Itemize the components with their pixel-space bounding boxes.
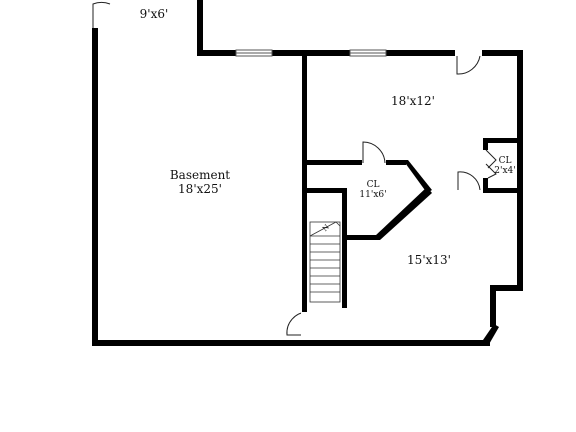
wall-bottom-right-corner (483, 324, 499, 346)
room-dims-upper-right: 18'x12' (391, 94, 435, 108)
wall-right (517, 50, 523, 291)
room-name-closet-small: CL (498, 156, 512, 166)
room-dims-closet-center: 11'x6' (359, 190, 387, 201)
room-label-closet-center: CL 11'x6' (355, 180, 391, 201)
room-dims-basement: 18'x25' (178, 181, 222, 196)
wall-right-lower-ledge (490, 285, 523, 291)
door-top-left (92, 2, 111, 28)
room-label-closet-small: CL 2'x4' (491, 156, 519, 177)
wall-small-closet-side (483, 138, 488, 150)
room-label-basement: Basement 18'x25' (160, 168, 240, 197)
wall-closet-angle-bottom (375, 187, 432, 240)
wall-top-left-return (197, 0, 203, 56)
wall-closet-lower-left (307, 188, 345, 193)
room-dims-lower-right: 15'x13' (407, 253, 451, 267)
wall-stair-bottom-segment (302, 300, 307, 312)
room-dims-top-left: 9'x6' (139, 7, 169, 21)
wall-interior-vertical (302, 56, 307, 310)
door-upper-right (456, 55, 481, 75)
wall-closet-bottom (343, 235, 380, 240)
wall-right-lower-step (490, 285, 496, 327)
wall-left (92, 28, 98, 346)
staircase (309, 221, 341, 303)
wall-small-closet-side-lower (483, 178, 488, 192)
door-closet-center (362, 141, 386, 164)
wall-stair-right (342, 188, 347, 308)
wall-closet-top-left (307, 160, 362, 165)
wall-small-closet-top (483, 138, 523, 143)
room-dims-closet-small: 2'x4' (494, 166, 516, 177)
door-lower-right (457, 171, 481, 191)
door-small-closet (485, 149, 497, 179)
room-name-closet-center: CL (366, 180, 380, 190)
wall-small-closet-bottom (483, 188, 523, 193)
wall-bottom (92, 340, 490, 346)
room-name-basement: Basement (169, 168, 231, 182)
wall-closet-top-right (386, 160, 406, 165)
wall-closet-angle-top (403, 160, 432, 193)
